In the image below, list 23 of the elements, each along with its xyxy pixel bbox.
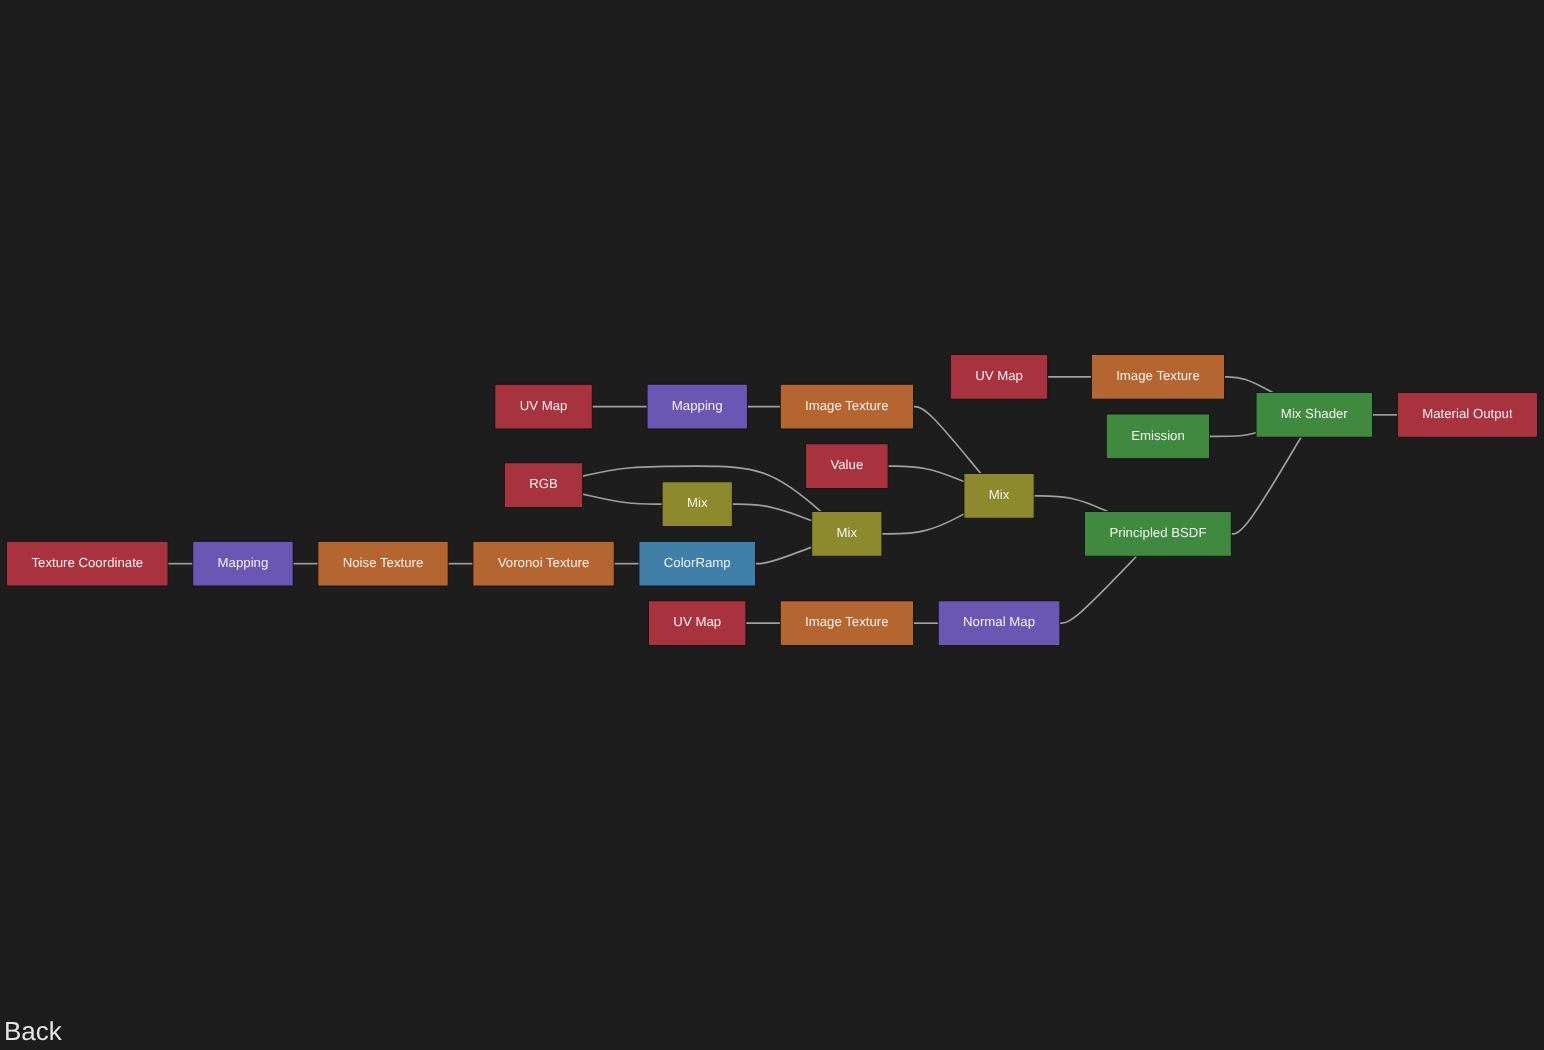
connector — [447, 562, 474, 565]
connector — [1046, 376, 1093, 378]
connector — [912, 405, 982, 475]
connector — [1208, 431, 1257, 438]
connector — [581, 465, 822, 513]
connector — [591, 405, 648, 408]
connector — [292, 562, 319, 565]
connector — [745, 622, 782, 624]
back-label: Back — [4, 1016, 62, 1046]
connector — [887, 465, 965, 483]
connector — [167, 562, 194, 565]
connector — [581, 493, 663, 505]
connector — [1371, 414, 1399, 416]
connector — [1059, 555, 1138, 624]
connector — [881, 513, 965, 535]
connector — [1230, 436, 1302, 535]
connector — [1223, 376, 1274, 394]
connector — [746, 405, 782, 408]
connector — [731, 503, 813, 522]
connector — [613, 562, 640, 565]
connector — [754, 546, 813, 565]
connector — [1033, 495, 1109, 513]
connector — [912, 622, 940, 624]
